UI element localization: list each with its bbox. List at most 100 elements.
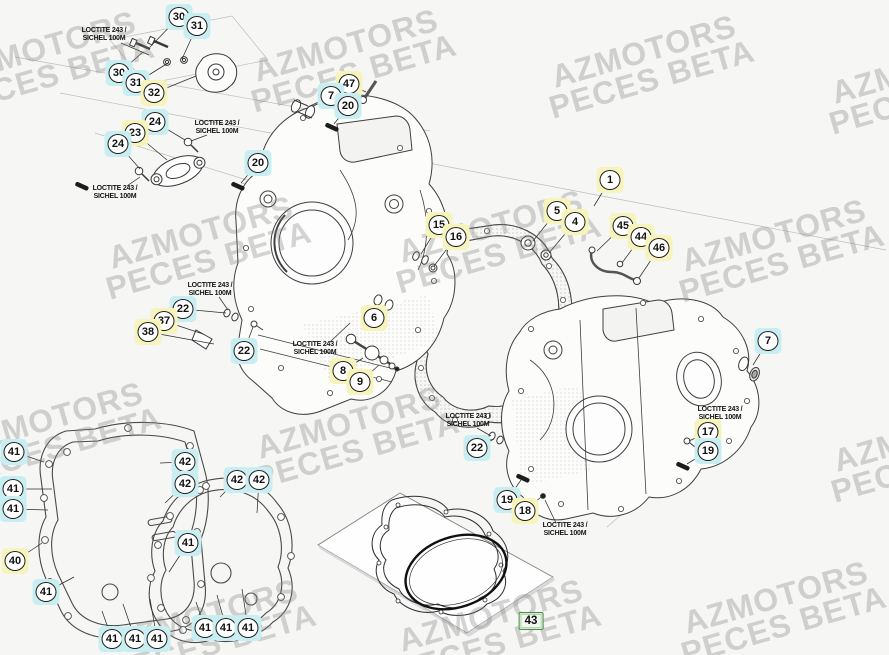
callout-number: 41	[124, 629, 146, 649]
leader-line	[544, 499, 557, 524]
callout-38[interactable]: 38	[134, 319, 162, 345]
loctite-note-line2: SICHEL 100M	[293, 349, 337, 356]
callout-31[interactable]: 31	[183, 13, 211, 39]
leader-line	[126, 176, 141, 187]
loctite-note-line1: LOCTITE 243 /	[92, 184, 138, 192]
loctite-note-line2: SICHEL 100M	[188, 290, 232, 297]
callout-number: 41	[146, 629, 168, 649]
callout-24[interactable]: 24	[141, 109, 169, 135]
callout-number: 6	[363, 308, 385, 328]
callout-number: 41	[177, 533, 199, 553]
callout-number: 22	[172, 299, 194, 319]
loctite-note-line2: SICHEL 100M	[93, 193, 137, 200]
leader-line	[218, 296, 229, 311]
loctite-note-line2: SICHEL 100M	[698, 414, 742, 421]
loctite-note-line2: SICHEL 100M	[446, 421, 490, 428]
left-cover-gaskets	[38, 421, 295, 644]
callout-number: 38	[137, 322, 159, 342]
callout-24[interactable]: 24	[104, 131, 132, 157]
callout-41[interactable]: 41	[234, 615, 262, 641]
callout-20[interactable]: 20	[244, 150, 272, 176]
callout-number: 41	[215, 618, 237, 638]
callout-number: 46	[648, 238, 670, 258]
callout-number: 18	[514, 501, 536, 521]
leader-line	[190, 134, 208, 142]
callout-number: 44	[630, 227, 652, 247]
callout-42[interactable]: 42	[245, 467, 273, 493]
loctite-note-line1: LOCTITE 243 /	[194, 119, 240, 127]
loctite-note: LOCTITE 243 /SICHEL 100M	[195, 120, 240, 136]
callout-number: 43	[520, 614, 542, 628]
callout-7[interactable]: 7	[754, 328, 782, 354]
loctite-note-line1: LOCTITE 243 /	[697, 405, 743, 413]
callout-number: 41	[2, 499, 24, 519]
callout-number: 20	[247, 153, 269, 173]
loctite-note-line2: SICHEL 100M	[543, 530, 587, 537]
callout-number: 31	[186, 16, 208, 36]
loctite-note-line2: SICHEL 100M	[195, 128, 239, 135]
loctite-note: LOCTITE 243 /SICHEL 100M	[93, 185, 138, 201]
leader-line	[476, 427, 492, 437]
callout-41[interactable]: 41	[0, 439, 28, 465]
callout-number: 16	[445, 227, 467, 247]
callout-number: 24	[107, 134, 129, 154]
right-crankcase	[501, 295, 760, 521]
callout-40[interactable]: 40	[1, 548, 29, 574]
loctite-note: LOCTITE 243 /SICHEL 100M	[188, 282, 233, 298]
callout-1[interactable]: 1	[596, 167, 624, 193]
callout-16[interactable]: 16	[442, 224, 470, 250]
callout-number: 41	[237, 618, 259, 638]
callout-22[interactable]: 22	[463, 435, 491, 461]
loctite-note: LOCTITE 243 /SICHEL 100M	[82, 27, 127, 43]
left-crankcase	[233, 94, 456, 415]
callout-41[interactable]: 41	[174, 530, 202, 556]
callout-22[interactable]: 22	[230, 338, 258, 364]
loctite-note: LOCTITE 243 /SICHEL 100M	[543, 522, 588, 538]
leader-line	[329, 322, 351, 343]
callout-41[interactable]: 41	[212, 615, 240, 641]
leader-line	[120, 42, 150, 56]
callout-number: 40	[4, 551, 26, 571]
gasket-plate	[317, 492, 555, 637]
loctite-note-line2: SICHEL 100M	[82, 35, 126, 42]
callout-number: 22	[233, 341, 255, 361]
callout-6[interactable]: 6	[360, 305, 388, 331]
callout-number: 42	[226, 470, 248, 490]
callout-number: 41	[101, 629, 123, 649]
loctite-note: LOCTITE 243 /SICHEL 100M	[293, 341, 338, 357]
callout-number: 22	[466, 438, 488, 458]
callout-number: 9	[349, 372, 371, 392]
loctite-note: LOCTITE 243 /SICHEL 100M	[446, 413, 491, 429]
callout-number: 42	[174, 474, 196, 494]
callout-43-selected[interactable]: 43	[518, 612, 544, 630]
loctite-note: LOCTITE 243 /SICHEL 100M	[698, 406, 743, 422]
callout-19[interactable]: 19	[694, 438, 722, 464]
callout-41[interactable]: 41	[0, 496, 27, 522]
callout-number: 42	[174, 452, 196, 472]
callout-18[interactable]: 18	[511, 498, 539, 524]
callout-42[interactable]: 42	[171, 471, 199, 497]
callout-20[interactable]: 20	[334, 93, 362, 119]
callout-number: 7	[757, 331, 779, 351]
callout-number: 42	[248, 470, 270, 490]
callout-41[interactable]: 41	[143, 626, 171, 652]
callout-46[interactable]: 46	[645, 235, 673, 261]
loctite-note-line1: LOCTITE 243 /	[445, 412, 491, 420]
callout-7[interactable]: 7	[317, 83, 345, 109]
callout-number: 1	[599, 170, 621, 190]
loctite-note-line1: LOCTITE 243 /	[292, 340, 338, 348]
loctite-note-line1: LOCTITE 243 /	[81, 26, 127, 34]
hardware-parts	[75, 35, 760, 499]
callout-4[interactable]: 4	[561, 209, 589, 235]
callout-number: 41	[2, 479, 24, 499]
callout-number: 19	[697, 441, 719, 461]
callout-9[interactable]: 9	[346, 369, 374, 395]
callout-number: 41	[35, 582, 57, 602]
callout-number: 32	[143, 83, 165, 103]
callout-42[interactable]: 42	[171, 449, 199, 475]
callout-32[interactable]: 32	[140, 80, 168, 106]
callout-number: 20	[337, 96, 359, 116]
callout-41[interactable]: 41	[32, 579, 60, 605]
